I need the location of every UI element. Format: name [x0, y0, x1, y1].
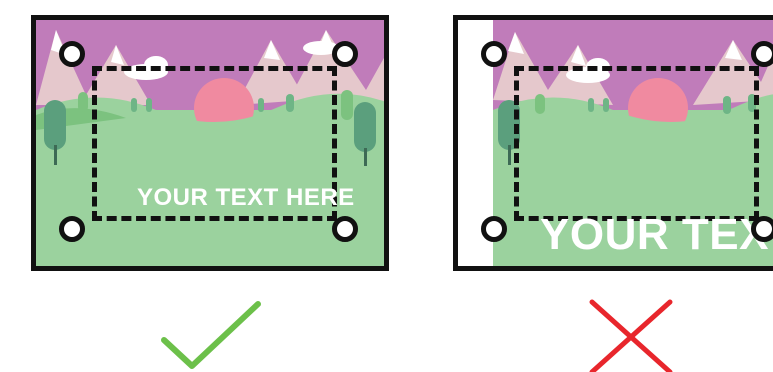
resize-handle-bottom-right[interactable]: [332, 216, 358, 242]
resize-handle-top-right[interactable]: [332, 41, 358, 67]
caption-text: YOUR TEXT HERE: [540, 210, 773, 260]
resize-handle-bottom-left[interactable]: [59, 216, 85, 242]
resize-handle-bottom-left[interactable]: [481, 216, 507, 242]
good-example-panel: YOUR TEXT HERE: [31, 15, 389, 271]
check-mark-icon: [160, 300, 262, 372]
resize-handle-top-left[interactable]: [481, 41, 507, 67]
resize-handle-top-left[interactable]: [59, 41, 85, 67]
caption-text: YOUR TEXT HERE: [137, 184, 355, 212]
bad-example-panel: YOUR TEXT HERE: [453, 15, 773, 271]
cross-mark-icon: [586, 298, 676, 372]
resize-handle-top-right[interactable]: [751, 41, 773, 67]
safe-area-box: [514, 66, 759, 221]
resize-handle-bottom-right[interactable]: [751, 216, 773, 242]
